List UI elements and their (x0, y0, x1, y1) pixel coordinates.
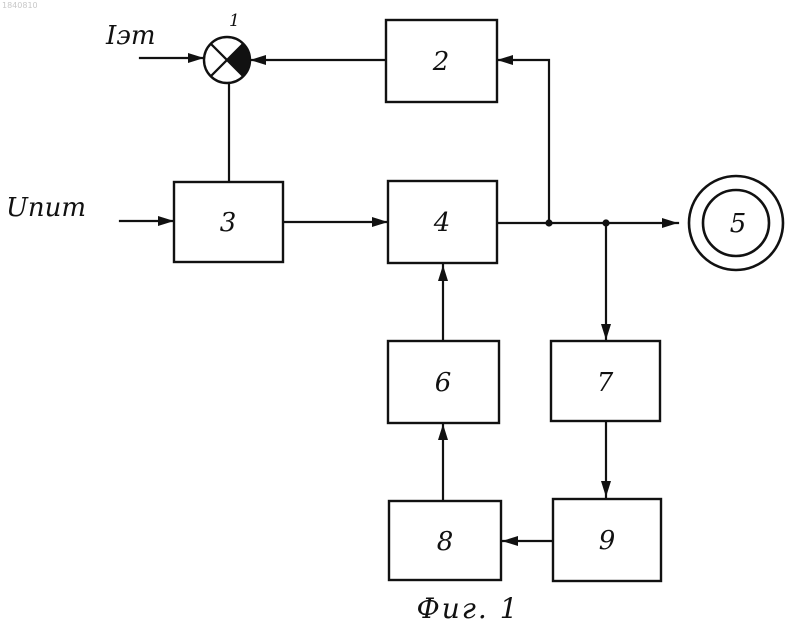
arrow-into-b8 (502, 536, 518, 546)
block-3: 3 (174, 182, 283, 262)
arrow-into-b5 (662, 218, 678, 228)
document-id: 1840810 (2, 1, 38, 10)
connection-lines (120, 58, 678, 541)
block-8: 8 (389, 501, 501, 580)
block-5-load: 5 (689, 176, 783, 270)
arrow-into-b1-right (250, 55, 266, 65)
reference-current-label: Iэт (105, 21, 156, 51)
summing-node-1: 1 (204, 11, 250, 83)
block-4-label: 4 (433, 208, 451, 238)
junction-dot-feedback (545, 219, 552, 226)
block-1-label: 1 (229, 11, 240, 31)
figure-caption: Фиг. 1 (416, 592, 519, 625)
wire-feedback-to-b2 (497, 60, 549, 223)
junction-dot-branch (602, 219, 609, 226)
arrow-into-b9 (601, 481, 611, 497)
arrow-into-b3 (158, 216, 174, 226)
block-5-label: 5 (730, 209, 747, 239)
arrow-into-b2 (497, 55, 513, 65)
block-6-label: 6 (435, 368, 452, 398)
supply-voltage-label: Uпит (6, 193, 86, 223)
arrow-into-b6 (438, 424, 448, 440)
arrow-into-b1-left (188, 53, 204, 63)
arrow-into-b7 (601, 324, 611, 340)
arrowheads (158, 53, 678, 546)
block-6: 6 (388, 341, 499, 423)
block-9: 9 (553, 499, 661, 581)
block-7-label: 7 (597, 368, 614, 398)
block-2-label: 2 (432, 47, 450, 77)
block-2: 2 (386, 20, 497, 102)
block-9-label: 9 (599, 526, 616, 556)
arrow-into-b4 (372, 217, 388, 227)
block-3-label: 3 (220, 208, 237, 238)
block-4: 4 (388, 181, 497, 263)
arrow-into-b4-bottom (438, 265, 448, 281)
block-8-label: 8 (437, 527, 454, 557)
block-7: 7 (551, 341, 660, 421)
